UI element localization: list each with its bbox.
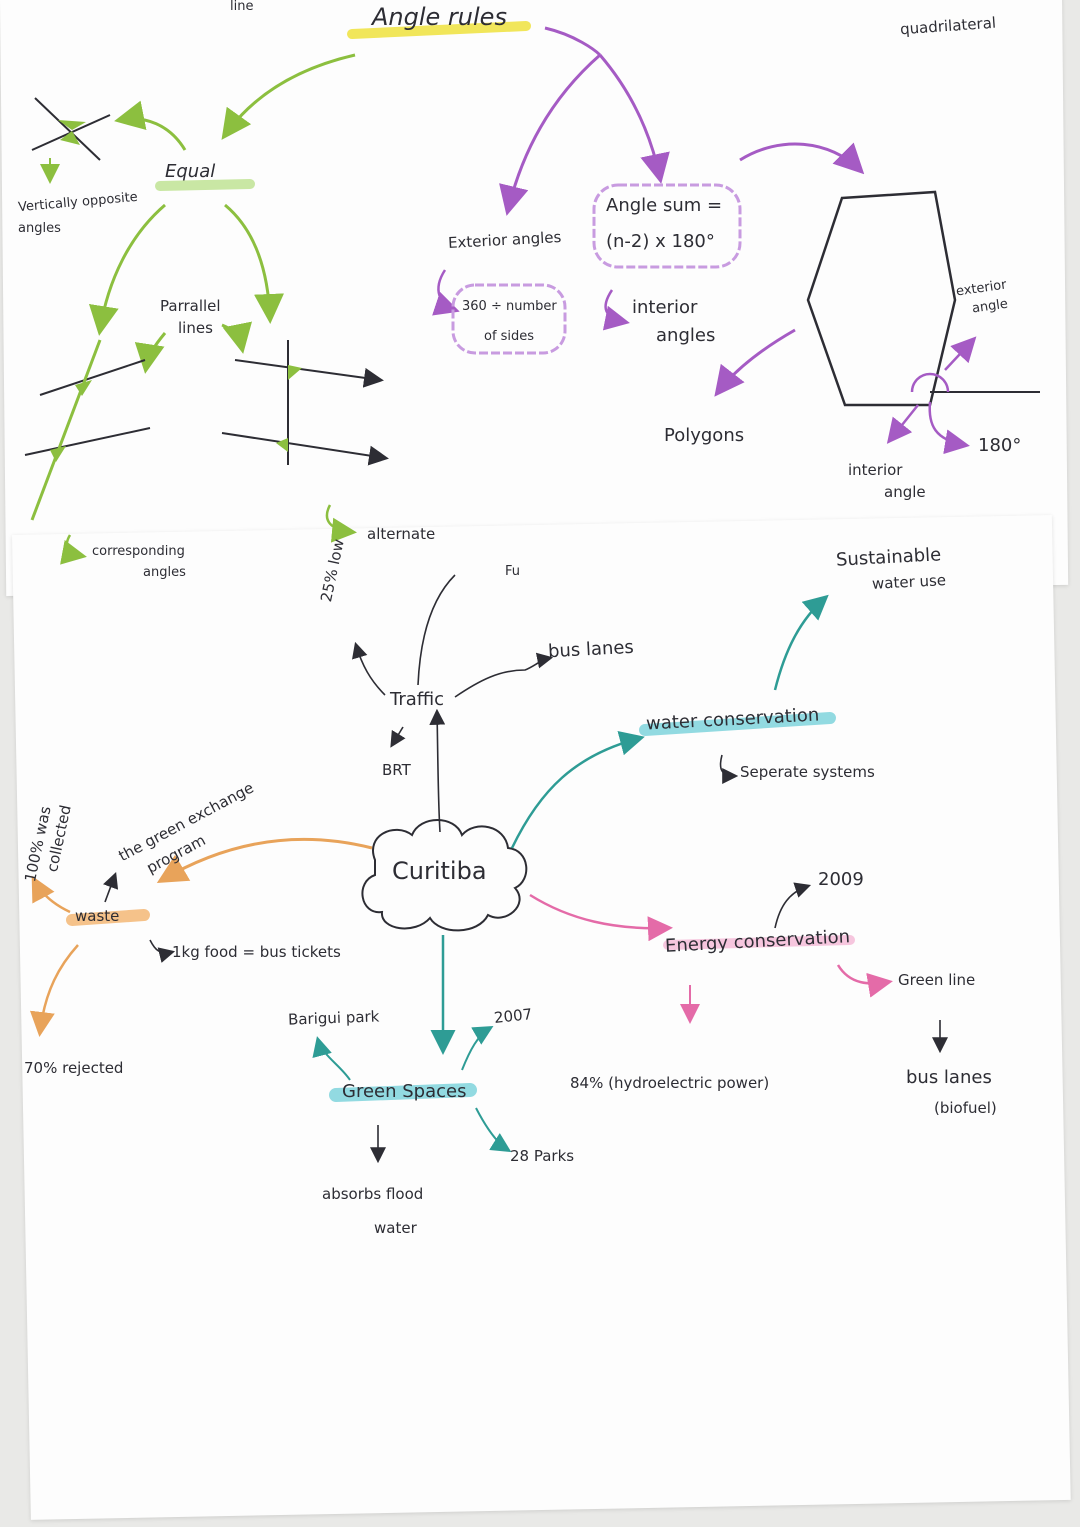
bus-lanes-biofuel-1: bus lanes xyxy=(906,1067,992,1088)
interior-angle-label-1: interior xyxy=(848,461,903,479)
to-hexagon-arrow xyxy=(739,142,865,175)
energy-to-greenline-arrow xyxy=(836,964,893,998)
exterior-formula-cloud xyxy=(451,283,567,355)
waste-label: waste xyxy=(75,907,120,925)
year-2009-label: 2009 xyxy=(818,869,864,890)
angle-sum-line-1: Angle sum = xyxy=(606,195,723,216)
polygons-label: Polygons xyxy=(664,425,745,446)
traffic-to-brt-arrow xyxy=(390,726,406,748)
title-to-anglesum-arrow xyxy=(598,54,670,184)
anglesum-cloud xyxy=(592,183,742,269)
bus-lanes-top-label: bus lanes xyxy=(547,636,635,663)
equal-to-corresponding-arrow xyxy=(88,203,166,336)
parallel-left-arrow xyxy=(134,332,167,374)
alternate-label: alternate xyxy=(367,525,436,543)
curitiba-center: Curitiba xyxy=(392,858,487,884)
greenspaces-to-barigui-arrow xyxy=(312,1036,351,1081)
parallel-right-arrow xyxy=(221,321,252,354)
greenspaces-to-2007-arrow xyxy=(461,1025,494,1071)
energy-to-2009-arrow xyxy=(774,882,812,929)
angle-sum-line-2: (n-2) x 180° xyxy=(606,231,715,252)
interior-angle-arrow xyxy=(886,404,919,444)
fragment-fu: Fu xyxy=(505,564,521,579)
greenspaces-highlight xyxy=(329,1083,477,1102)
cloud-to-traffic-line xyxy=(429,708,446,833)
water-to-separate-arrow xyxy=(719,754,739,784)
exterior-to-formula-arrow xyxy=(432,269,460,316)
barigui-park-label: Barigui park xyxy=(287,1007,380,1029)
curitiba-cloud-outline xyxy=(361,819,528,932)
waste-to-program-arrow xyxy=(103,871,119,903)
alternate-arrow xyxy=(325,504,357,543)
green-spaces-label: Green Spaces xyxy=(342,1081,467,1102)
hydro-label: 84% (hydroelectric power) xyxy=(570,1074,770,1092)
exterior-formula-1: 360 ÷ number xyxy=(462,299,557,314)
interior-angles-label-1: interior xyxy=(632,297,698,318)
cloud-to-energy-arrow xyxy=(529,893,673,942)
exterior-angle-arrow xyxy=(944,336,977,371)
vertically-opposite-label-2: angles xyxy=(18,221,61,236)
equal-highlight xyxy=(155,179,255,191)
waste-highlight xyxy=(66,909,150,926)
greenspaces-to-parks-arrow xyxy=(475,1107,512,1153)
interior-angle-label-2: angle xyxy=(884,483,926,501)
equal-label: Equal xyxy=(165,161,216,182)
cloud-to-water-arrow xyxy=(510,730,645,849)
deg-180-label: 180° xyxy=(978,435,1022,456)
rejected-label: 70% rejected xyxy=(24,1059,124,1077)
title-swirl xyxy=(544,26,602,57)
corresponding-label-1: corresponding xyxy=(92,544,185,559)
absorbs-label-1: absorbs flood xyxy=(322,1185,424,1203)
curitiba-label: Curitiba xyxy=(392,857,487,885)
vertically-opposite-figure xyxy=(31,97,111,184)
traffic-to-bus-lanes-arrow xyxy=(454,652,554,698)
brt-label: BRT xyxy=(382,761,411,779)
exterior-formula-2: of sides xyxy=(484,329,535,344)
hexagon-to-polygons-arrow xyxy=(714,328,796,397)
sustainable-label-2: water use xyxy=(871,571,947,593)
cloud-to-waste-arrow xyxy=(156,837,373,884)
food-tickets-label: 1kg food = bus tickets xyxy=(172,943,341,961)
green-line-label: Green line xyxy=(898,971,976,989)
interior-angles-label-2: angles xyxy=(656,325,716,346)
fragment-line: line xyxy=(230,0,254,14)
absorbs-label-2: water xyxy=(374,1219,417,1237)
title-highlight xyxy=(347,21,531,39)
traffic-label: Traffic xyxy=(390,689,445,710)
traffic-up-line xyxy=(417,574,456,686)
parallel-lines-label-1: Parrallel xyxy=(160,297,221,315)
anglesum-to-interior-arrow xyxy=(602,289,630,331)
energy-highlight xyxy=(663,935,855,950)
corresponding-arrow xyxy=(60,534,87,565)
traffic-to-25-arrow xyxy=(352,641,386,696)
title-to-equal-arrow xyxy=(221,53,356,140)
waste-to-collected-arrow xyxy=(31,875,71,914)
bus-lanes-biofuel-2: (biofuel) xyxy=(934,1099,997,1117)
parallel-lines-label-2: lines xyxy=(178,319,213,337)
water-highlight xyxy=(639,712,836,736)
title-to-exterior-arrow xyxy=(499,53,601,216)
year-2007-label: 2007 xyxy=(493,1005,533,1027)
water-to-sustainable-arrow xyxy=(773,594,829,691)
corresponding-angles-figure xyxy=(24,339,151,565)
parks-label: 28 Parks xyxy=(510,1147,575,1165)
hexagon-figure xyxy=(806,190,1040,455)
angle-rules-title: Angle rules xyxy=(372,3,507,31)
equal-to-vertical-arrow xyxy=(114,100,187,151)
equal-to-alternate-arrow xyxy=(224,203,284,324)
deg180-arrow xyxy=(928,401,970,455)
waste-to-rejected-arrow xyxy=(29,944,79,1037)
waste-to-food-arrow xyxy=(149,939,176,963)
alternate-angles-figure xyxy=(221,340,389,543)
corresponding-label-2: angles xyxy=(143,565,186,580)
separate-systems-label: Seperate systems xyxy=(740,763,875,781)
